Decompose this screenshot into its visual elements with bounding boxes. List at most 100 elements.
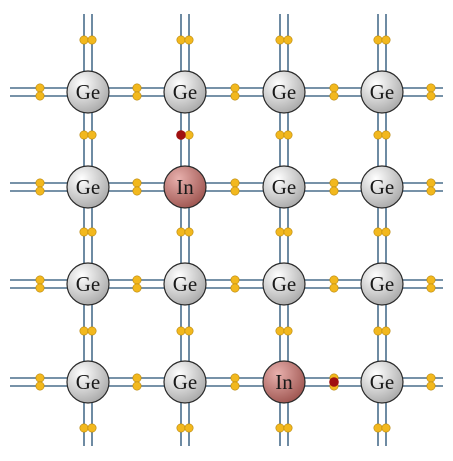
electron [373,423,383,433]
germanium-atom-circle [262,262,306,306]
electron [426,283,436,293]
electron [275,423,285,433]
germanium-atom: Ge [360,165,404,209]
electron [184,35,194,45]
electron [381,35,391,45]
germanium-atom: Ge [262,165,306,209]
germanium-atom: Ge [66,70,110,114]
germanium-atom: Ge [360,70,404,114]
germanium-atom-circle [163,262,207,306]
indium-atom-circle [262,360,306,404]
electron [381,326,391,336]
electron [87,326,97,336]
electron [79,227,89,237]
germanium-atom: Ge [66,360,110,404]
electron [329,186,339,196]
electron [329,178,339,188]
electron [373,227,383,237]
electron [35,381,45,391]
electron [35,283,45,293]
electron [79,35,89,45]
atom-label: Ge [76,370,101,394]
atom-label: Ge [173,370,198,394]
germanium-atom-circle [66,165,110,209]
atom-label: Ge [370,80,395,104]
electron [132,381,142,391]
electron [230,178,240,188]
electron [230,275,240,285]
atom-label: Ge [76,175,101,199]
electron [35,91,45,101]
electron [329,275,339,285]
electron [275,35,285,45]
electron [426,275,436,285]
germanium-atom-circle [163,360,207,404]
electron [283,326,293,336]
electron [87,423,97,433]
electron [275,130,285,140]
germanium-atom-circle [66,70,110,114]
electron [275,227,285,237]
electron [184,227,194,237]
atom-label: In [176,175,194,199]
electron [230,283,240,293]
electron [87,35,97,45]
electron [426,178,436,188]
germanium-atom-circle [360,70,404,114]
hole [176,130,186,140]
electron [329,283,339,293]
electron [426,83,436,93]
electron [230,91,240,101]
electron [283,35,293,45]
electron [79,130,89,140]
bonding-electrons [35,35,436,433]
atom-label: Ge [173,80,198,104]
electron [426,381,436,391]
electron [230,186,240,196]
germanium-atom-circle [360,360,404,404]
electron [35,178,45,188]
electron [87,227,97,237]
electron [176,326,186,336]
electron [132,186,142,196]
electron [373,35,383,45]
electron [176,423,186,433]
germanium-atom: Ge [262,70,306,114]
germanium-atom-circle [360,165,404,209]
hole [329,377,339,387]
germanium-atom: Ge [360,360,404,404]
electron [426,373,436,383]
atom-label: Ge [370,175,395,199]
electron [230,381,240,391]
electron [283,130,293,140]
electron [35,186,45,196]
germanium-atom: Ge [262,262,306,306]
germanium-atom: Ge [163,70,207,114]
electron [176,227,186,237]
electron [132,275,142,285]
electron [373,130,383,140]
electron [132,283,142,293]
germanium-atom: Ge [66,262,110,306]
electron [230,373,240,383]
atom-label: In [275,370,293,394]
electron [132,178,142,188]
electron [184,130,194,140]
indium-atom: In [262,360,306,404]
electron [426,186,436,196]
atom-label: Ge [76,80,101,104]
indium-atom: In [163,165,207,209]
atom-label: Ge [272,80,297,104]
germanium-atom: Ge [66,165,110,209]
electron [381,130,391,140]
electron [87,130,97,140]
electron [283,227,293,237]
electron [381,423,391,433]
atom-label: Ge [76,272,101,296]
germanium-atom-circle [66,360,110,404]
electron [283,423,293,433]
electron [132,373,142,383]
atom-label: Ge [272,272,297,296]
